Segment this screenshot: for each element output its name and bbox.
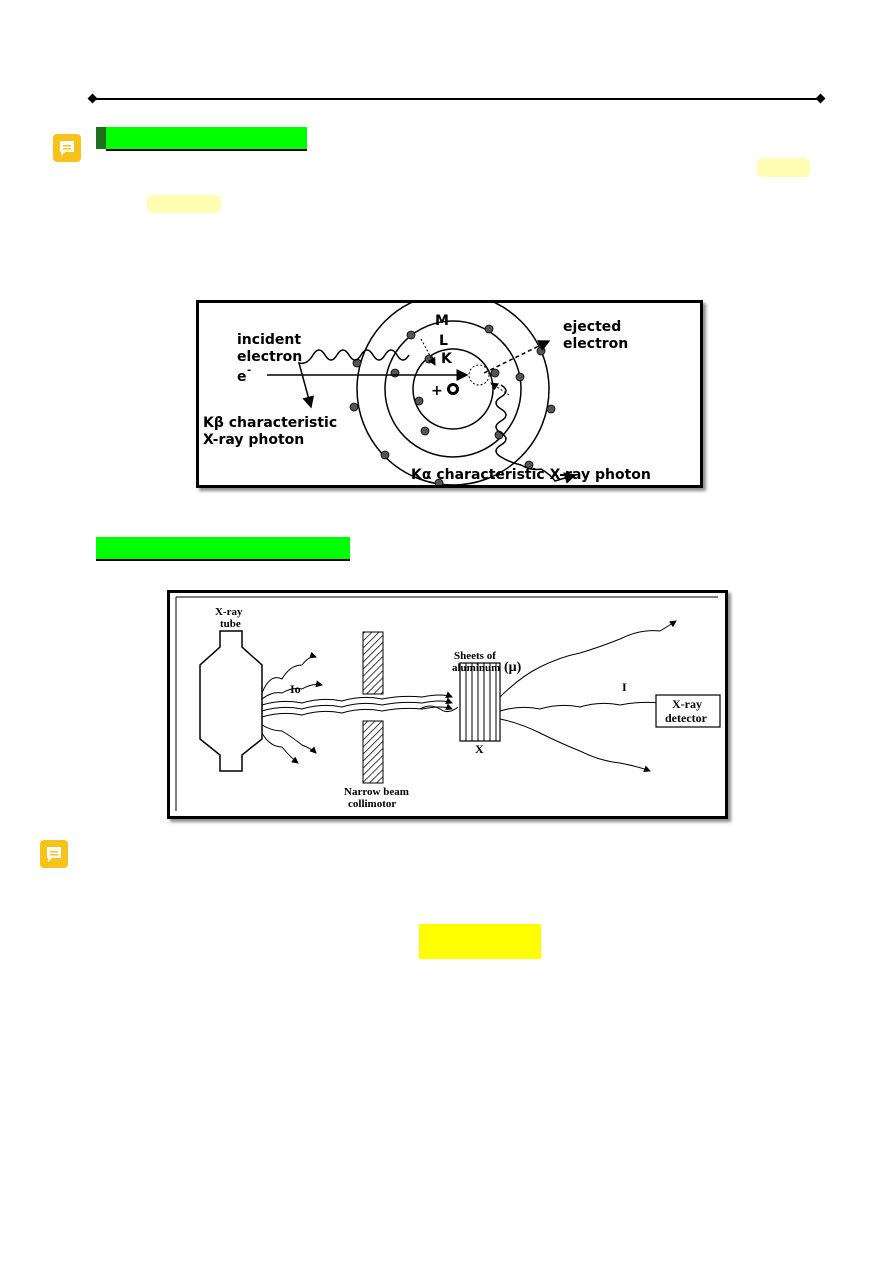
attenuation-setup-figure: X-ray tube Narrow beam collimotor Io She… (167, 590, 728, 819)
sheets-label-2: aluminum (452, 662, 500, 674)
section-heading-highlight (106, 127, 307, 151)
tube-label: X-ray (215, 606, 243, 618)
kbeta-photon-label: X-ray photon (203, 432, 304, 448)
mu-label: (μ) (504, 660, 522, 675)
xray-detector (655, 694, 721, 728)
kalpha-label: Kα characteristic X-ray photon (411, 467, 651, 483)
comment-note-icon[interactable] (40, 840, 68, 868)
comment-note-icon[interactable] (53, 134, 81, 162)
ejected-label: ejected (563, 319, 621, 335)
rule-right-diamond (815, 93, 826, 104)
text-highlight (147, 195, 221, 213)
shell-l-label: L (439, 333, 448, 349)
ejected-electron-label: electron (563, 336, 628, 352)
xray-tube (199, 630, 263, 772)
sheets-label: Sheets of (454, 650, 496, 662)
thickness-label: X (475, 742, 484, 756)
shell-k-label: K (441, 351, 453, 367)
text-highlight (757, 158, 810, 177)
collimator-label: Narrow beam (344, 786, 409, 798)
detector-label-2: detector (665, 711, 708, 725)
e-minus-label: e (237, 369, 247, 385)
kbeta-label: Kβ characteristic (203, 415, 337, 431)
i-label: I (622, 680, 627, 694)
e-minus-superscript: - (247, 365, 251, 376)
io-label: Io (290, 682, 301, 696)
detector-label: X-ray (672, 697, 702, 711)
rule-left-diamond (87, 93, 98, 104)
heading-marker (96, 127, 106, 149)
shell-l (384, 320, 522, 458)
header-rule (92, 98, 821, 100)
yellow-highlight (419, 924, 541, 959)
collimator-top (362, 631, 384, 695)
section-heading-highlight-2 (96, 537, 350, 561)
nucleus-plus-label: + (431, 383, 443, 399)
tube-label-2: tube (220, 618, 241, 630)
incident-label: incident (237, 332, 301, 348)
electron-dots (349, 324, 556, 488)
characteristic-xray-figure: + incident electron e - M L K (196, 292, 703, 488)
shell-m-label: M (435, 313, 449, 329)
incident-electron-label: electron (237, 349, 302, 365)
collimator-bottom (362, 720, 384, 784)
aluminum-sheets (459, 662, 501, 742)
collimator-label-2: collimotor (348, 798, 396, 810)
